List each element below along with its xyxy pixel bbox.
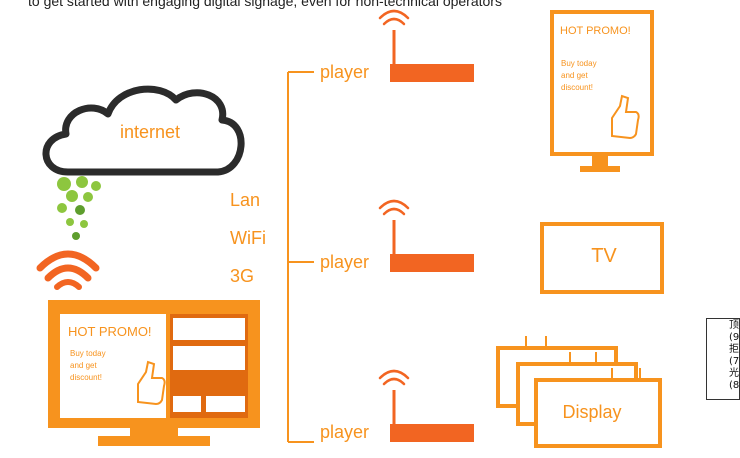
caption-text: to get started with engaging digital sig…: [28, 0, 502, 9]
antenna-icon: [378, 9, 410, 26]
side-note-line: 顶: [729, 320, 739, 331]
player-device-1: [378, 9, 474, 82]
side-note-box: 顶 (9 拒 (7! 光 (8(: [706, 318, 740, 400]
player-label-2: player: [320, 252, 369, 272]
player-device-3: [378, 369, 474, 442]
display-label: Display: [562, 402, 621, 422]
tv-screen: [540, 222, 664, 294]
antenna-icon: [378, 369, 410, 386]
side-note-line: (8(: [729, 380, 740, 391]
display-wall: [496, 346, 662, 448]
portrait-promo-line-2: and get: [561, 71, 588, 80]
portrait-screen: [550, 10, 654, 172]
thumbs-up-icon: [137, 360, 166, 406]
side-note-line: (9: [729, 332, 740, 343]
conn-wifi: WiFi: [230, 228, 266, 248]
conn-3g: 3G: [230, 266, 254, 286]
monitor-promo-line-1: Buy today: [70, 349, 106, 358]
cloud-icon: [42, 85, 245, 176]
antenna-icon: [378, 199, 410, 216]
tv-label: TV: [591, 245, 617, 267]
display-wall-ticks: [525, 336, 641, 380]
cloud-label: internet: [120, 122, 180, 142]
data-dots: [57, 176, 101, 240]
portrait-promo-line-3: discount!: [561, 83, 593, 92]
portrait-promo-title: HOT PROMO!: [560, 25, 631, 37]
conn-lan: Lan: [230, 190, 260, 210]
thumbs-up-icon: [611, 94, 640, 140]
player-device-2: [378, 199, 474, 272]
side-note-line: 拒: [729, 344, 739, 355]
portrait-promo-line-1: Buy today: [561, 59, 597, 68]
player-label-3: player: [320, 422, 369, 442]
player-label-1: player: [320, 62, 369, 82]
wifi-icon: [36, 250, 100, 290]
side-note-line: (7!: [729, 356, 740, 367]
monitor-promo-line-3: discount!: [70, 373, 102, 382]
network-bracket: [287, 71, 314, 443]
side-note-line: 光: [729, 368, 739, 379]
monitor-promo-line-2: and get: [70, 361, 97, 370]
monitor-promo-title: HOT PROMO!: [68, 324, 152, 339]
